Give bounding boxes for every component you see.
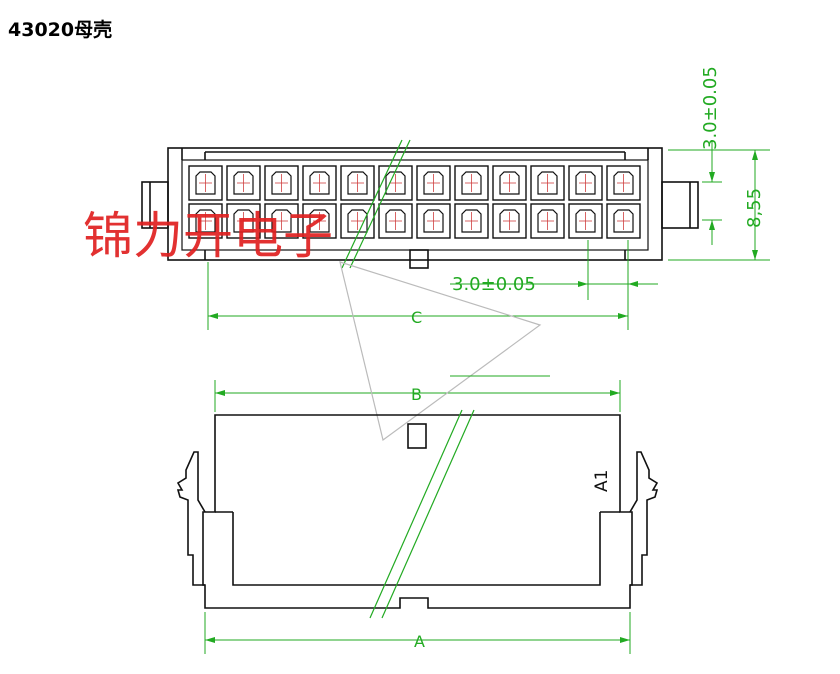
side-body	[202, 414, 633, 609]
cavity	[302, 203, 337, 239]
break-lines-top	[341, 139, 411, 269]
overlay-triangle	[339, 261, 542, 442]
cavity	[416, 203, 451, 239]
cavity	[226, 165, 261, 201]
cavity	[188, 165, 223, 201]
cavity	[340, 165, 375, 201]
cavity	[226, 203, 261, 239]
left-latch	[141, 181, 169, 229]
side-right-latch	[629, 451, 659, 586]
cavity	[416, 165, 451, 201]
side-key	[407, 423, 427, 449]
dim-top-pitch: 3.0±0.05	[700, 66, 721, 150]
cavity	[530, 203, 565, 239]
break-lines-side	[369, 409, 475, 619]
polarization-key	[409, 249, 429, 269]
cavity	[606, 165, 641, 201]
cavity	[264, 165, 299, 201]
cavity	[568, 165, 603, 201]
cavity	[454, 203, 489, 239]
cavity	[568, 203, 603, 239]
watermark-text: 锦力开电子	[83, 207, 333, 265]
dim-height: 8,55	[744, 188, 765, 228]
dim-label-a: A	[414, 632, 425, 651]
cavity	[378, 203, 413, 239]
cavity	[340, 203, 375, 239]
side-left-latch	[176, 451, 206, 586]
cavity	[492, 203, 527, 239]
dimension-lines	[204, 140, 770, 654]
cavity	[188, 203, 223, 239]
cavity-grid	[188, 165, 641, 239]
connector-side-view	[176, 414, 659, 609]
cavity	[530, 165, 565, 201]
pin-marker: A1	[592, 470, 612, 492]
dim-row-pitch: 3.0±0.05	[452, 274, 536, 295]
right-latch	[661, 181, 699, 229]
cavity	[302, 165, 337, 201]
connector-face-view	[141, 147, 699, 269]
cavity	[264, 203, 299, 239]
cavity	[454, 165, 489, 201]
dim-label-c: C	[411, 308, 422, 327]
dim-label-b: B	[411, 385, 422, 404]
cavity	[378, 165, 413, 201]
page-title: 43020母壳	[8, 19, 113, 41]
cavity	[492, 165, 527, 201]
cavity	[606, 203, 641, 239]
